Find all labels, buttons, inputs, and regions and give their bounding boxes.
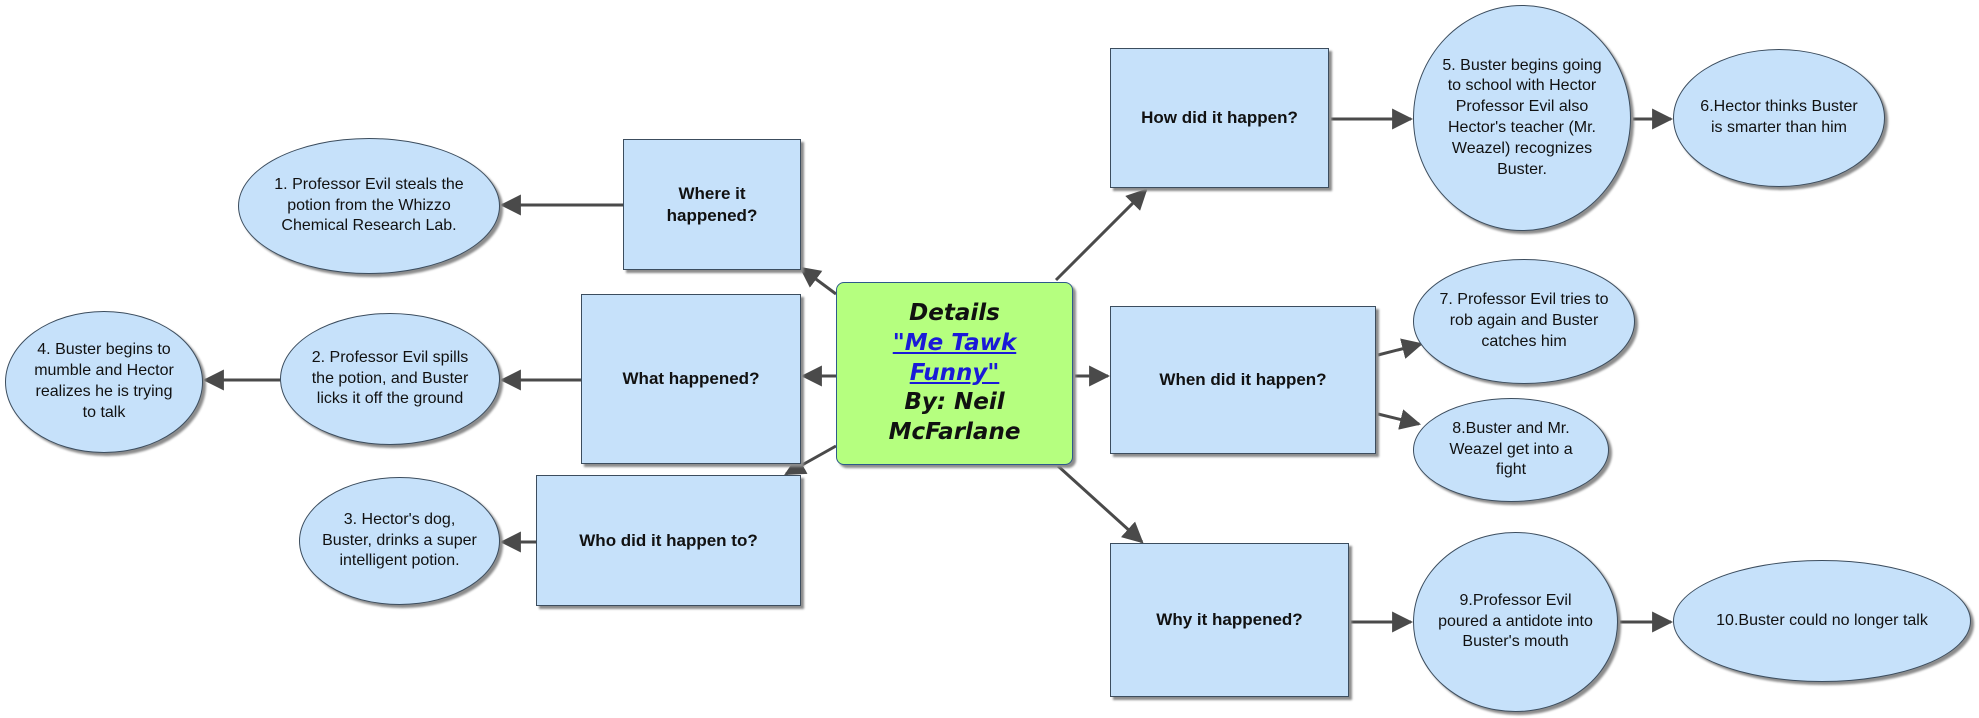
event-6-ellipse: 6.Hector thinks Buster is smarter than h… bbox=[1673, 49, 1885, 187]
what-box: What happened? bbox=[581, 294, 801, 464]
event-9-ellipse: 9.Professor Evil poured a antidote into … bbox=[1413, 532, 1618, 712]
event-8-text: 8.Buster and Mr. Weazel get into a fight bbox=[1449, 419, 1573, 479]
event-1-ellipse: 1. Professor Evil steals the potion from… bbox=[238, 138, 500, 274]
event-1-text: 1. Professor Evil steals the potion from… bbox=[274, 175, 464, 235]
event-3-text: 3. Hector's dog, Buster, drinks a super … bbox=[322, 510, 477, 570]
center-title: Details bbox=[909, 299, 1000, 326]
event-2-text: 2. Professor Evil spills the potion, and… bbox=[311, 348, 469, 408]
how-label: How did it happen? bbox=[1141, 108, 1298, 128]
who-label: Who did it happen to? bbox=[579, 530, 758, 550]
arrow-center-to-how bbox=[1054, 188, 1148, 282]
why-label: Why it happened? bbox=[1156, 610, 1303, 630]
event-5-ellipse: 5. Buster begins going to school with He… bbox=[1413, 5, 1631, 231]
event-2-ellipse: 2. Professor Evil spills the potion, and… bbox=[280, 313, 500, 445]
when-label: When did it happen? bbox=[1159, 370, 1327, 390]
event-10-ellipse: 10.Buster could no longer talk bbox=[1673, 560, 1971, 682]
event-5-text: 5. Buster begins going to school with He… bbox=[1442, 56, 1602, 178]
where-label: Where it happened? bbox=[666, 184, 758, 225]
central-topic: Details "Me Tawk Funny" By: Neil McFarla… bbox=[836, 282, 1073, 465]
what-label: What happened? bbox=[622, 369, 760, 389]
arrow-center-to-who bbox=[784, 444, 837, 476]
arrow-when-to-e8 bbox=[1377, 409, 1422, 430]
event-6-text: 6.Hector thinks Buster is smarter than h… bbox=[1700, 98, 1858, 136]
why-box: Why it happened? bbox=[1110, 543, 1349, 697]
event-4-ellipse: 4. Buster begins to mumble and Hector re… bbox=[5, 311, 203, 453]
how-box: How did it happen? bbox=[1110, 48, 1329, 188]
event-8-ellipse: 8.Buster and Mr. Weazel get into a fight bbox=[1413, 398, 1609, 502]
event-4-text: 4. Buster begins to mumble and Hector re… bbox=[34, 341, 174, 421]
who-box: Who did it happen to? bbox=[536, 475, 801, 606]
arrow-center-to-where bbox=[799, 266, 837, 296]
event-10-text: 10.Buster could no longer talk bbox=[1716, 611, 1928, 629]
when-box: When did it happen? bbox=[1110, 306, 1376, 454]
arrow-center-to-why bbox=[1056, 464, 1144, 544]
event-3-ellipse: 3. Hector's dog, Buster, drinks a super … bbox=[299, 477, 500, 605]
book-title-link[interactable]: "Me Tawk Funny" bbox=[892, 329, 1017, 386]
event-9-text: 9.Professor Evil poured a antidote into … bbox=[1438, 591, 1593, 651]
arrow-when-to-e7 bbox=[1377, 338, 1424, 359]
where-box: Where it happened? bbox=[623, 139, 801, 270]
center-author: By: Neil McFarlane bbox=[888, 389, 1021, 446]
event-7-ellipse: 7. Professor Evil tries to rob again and… bbox=[1413, 259, 1635, 384]
event-7-text: 7. Professor Evil tries to rob again and… bbox=[1439, 291, 1609, 350]
